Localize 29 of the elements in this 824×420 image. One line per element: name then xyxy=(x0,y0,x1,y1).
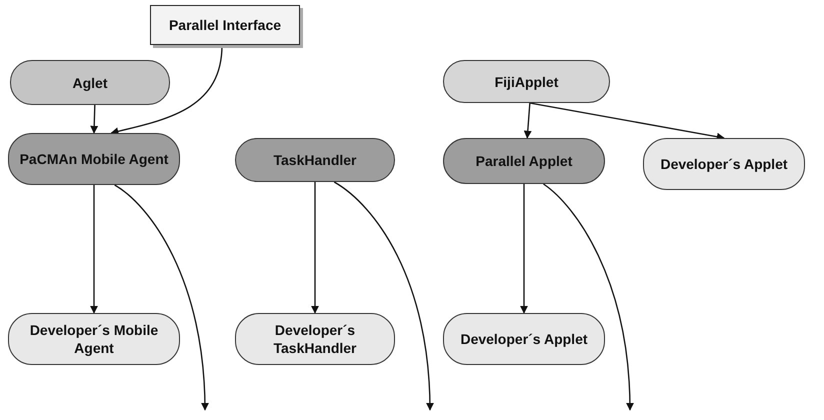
arrow xyxy=(543,183,634,411)
arrow xyxy=(90,185,98,314)
class-node xyxy=(643,138,805,190)
node-label: Developer´s Applet xyxy=(660,155,788,173)
class-node xyxy=(8,133,180,185)
interface-box xyxy=(150,5,300,45)
node-label: FijiApplet xyxy=(494,72,558,90)
arrow xyxy=(530,102,725,141)
node-label: Aglet xyxy=(72,74,108,92)
arrow xyxy=(334,181,434,411)
node-label: Parallel Applet xyxy=(476,152,572,170)
class-node xyxy=(235,138,395,182)
class-node xyxy=(235,313,395,365)
node-label: TaskHandler xyxy=(274,151,356,169)
arrow xyxy=(90,104,98,134)
node-label: PaCMAn Mobile Agent xyxy=(20,150,168,168)
arrow xyxy=(524,102,532,139)
class-node xyxy=(8,313,180,365)
class-node xyxy=(443,138,605,184)
node-label: Developer´s Applet xyxy=(460,330,588,348)
arrow xyxy=(114,184,209,411)
node-label: Developer´s TaskHandler xyxy=(272,321,358,357)
node-label: Developer´s Mobile Agent xyxy=(28,321,160,357)
node-label: Parallel Interface xyxy=(168,16,282,34)
arrow xyxy=(520,184,528,314)
class-node xyxy=(10,60,170,105)
class-node xyxy=(443,60,610,103)
arrow xyxy=(311,182,319,314)
class-node xyxy=(443,313,605,365)
